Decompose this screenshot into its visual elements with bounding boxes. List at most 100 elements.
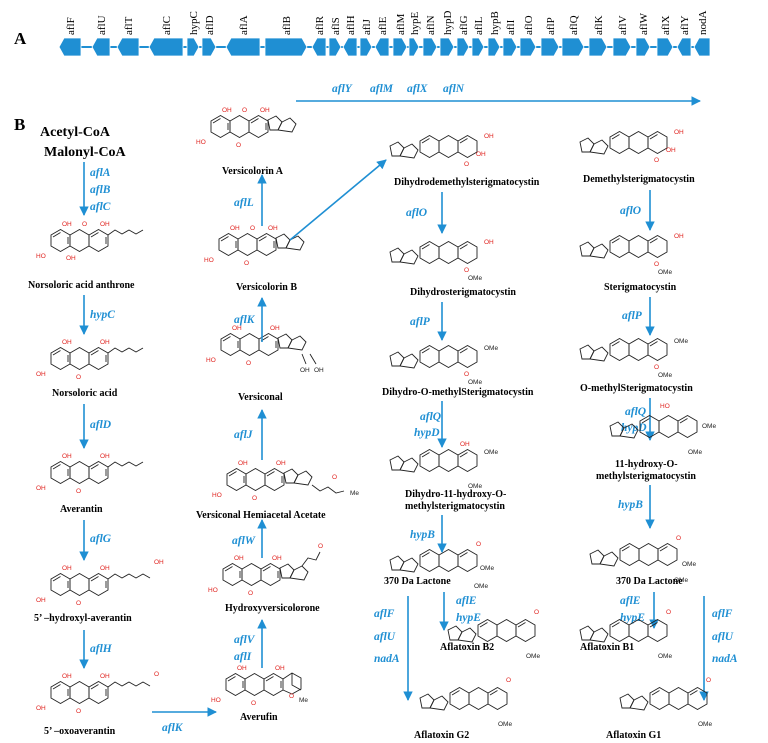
svg-text:OMe: OMe (468, 379, 482, 386)
gene-arrow-hypb (487, 37, 501, 57)
svg-text:O: O (154, 671, 159, 678)
compound-averantin: Averantin (60, 504, 103, 515)
enzyme-top: aflX (407, 83, 428, 95)
compound-versicolorin-b: Versicolorin B (236, 282, 297, 293)
gene-arrow-aflu (91, 37, 111, 57)
svg-text:OH: OH (230, 225, 240, 232)
enzyme-hypb-left: hypB (410, 529, 435, 541)
compound-aflatoxin-g2: Aflatoxin G2 (414, 730, 469, 741)
compound-5-oxoaverantin: 5’ –oxoaverantin (44, 726, 116, 737)
gene-arrow-aflx (656, 37, 674, 57)
svg-text:OH: OH (100, 453, 110, 460)
gene-arrow-aflh (342, 37, 358, 57)
svg-text:OH: OH (674, 233, 684, 240)
enzyme-aflk-1: aflK (162, 722, 184, 734)
svg-text:OH: OH (36, 485, 46, 492)
svg-text:O: O (76, 374, 81, 381)
svg-text:OH: OH (300, 367, 310, 374)
enzyme-aflh: aflH (90, 643, 113, 655)
compound-versicolorin-a: Versicolorin A (222, 166, 284, 177)
compound-370-da-lactone-left: 370 Da Lactone (384, 576, 451, 587)
svg-text:OH: OH (476, 151, 486, 158)
gene-label-noda: nodA (697, 11, 709, 36)
svg-text:HO: HO (206, 357, 216, 364)
gene-arrow-afly (676, 37, 692, 57)
svg-text:OH: OH (460, 441, 470, 448)
svg-text:OH: OH (275, 665, 285, 672)
enzyme-hype-right: hypE (620, 612, 645, 624)
svg-text:OH: OH (484, 133, 494, 140)
compound-aflatoxin-b2: Aflatoxin B2 (440, 642, 494, 653)
gene-arrow-aflj (359, 37, 373, 57)
svg-text:OH: OH (238, 460, 248, 467)
gene-arrow-afli (502, 37, 518, 57)
gene-label-aflc: aflC (161, 16, 173, 35)
svg-text:OMe: OMe (688, 449, 702, 456)
svg-text:O: O (251, 700, 256, 707)
svg-text:OMe: OMe (698, 721, 712, 728)
svg-text:OH: OH (62, 453, 72, 460)
gene-label-afln: aflN (425, 15, 437, 35)
structure-dihydrodemethylsterigmatocystin: OH O OH (389, 133, 494, 168)
compound-5-hydroxyl-averantin: 5’ –hydroxyl-averantin (34, 613, 132, 624)
enzyme-nada-left: nadA (374, 653, 400, 665)
gene-arrow-aflo (519, 37, 537, 57)
svg-text:HO: HO (208, 587, 218, 594)
enzyme-hypd-right: hypD (621, 422, 647, 434)
svg-text:OH: OH (62, 339, 72, 346)
gene-label-aflx: aflX (660, 15, 672, 35)
gene-label-aflv: aflV (617, 15, 629, 35)
enzyme-afla: aflA (90, 167, 111, 179)
start-acetyl-coa: Acetyl-CoA (40, 125, 111, 140)
compound-dihydro-o-methylsterigmatocystin: Dihydro-O-methylSterigmatocystin (382, 387, 534, 398)
svg-text:Me: Me (350, 490, 359, 497)
enzyme-aflo-right: aflO (620, 205, 641, 217)
svg-text:OH: OH (62, 673, 72, 680)
compound-o-methylsterigmatocystin: O-methylSterigmatocystin (580, 383, 693, 394)
svg-text:OH: OH (484, 239, 494, 246)
gene-label-aflb: aflB (281, 16, 293, 35)
svg-text:OH: OH (36, 597, 46, 604)
structure-sterigmatocystin: OHO OMe (579, 233, 684, 276)
compound-sterigmatocystin: Sterigmatocystin (604, 282, 677, 293)
svg-text:OH: OH (314, 367, 324, 374)
svg-text:O: O (464, 267, 469, 274)
svg-text:OH: OH (268, 225, 278, 232)
enzyme-top: aflM (370, 83, 394, 95)
enzyme-aflc: aflC (90, 201, 111, 213)
compound-demethylsterigmatocystin: Demethylsterigmatocystin (583, 174, 695, 185)
enzyme-aflf-left: aflF (374, 608, 395, 620)
enzyme-top: aflY (332, 83, 353, 95)
enzyme-aflq-left: aflQ (420, 411, 441, 423)
gene-arrow-afll (471, 37, 485, 57)
enzyme-aflg: aflG (90, 533, 112, 545)
gene-label-aflf: aflF (65, 17, 77, 35)
structure-dihydrosterigmatocystin: OHO OMe (389, 239, 494, 282)
svg-text:O: O (252, 495, 257, 502)
svg-text:O: O (534, 609, 539, 616)
svg-text:OH: OH (666, 147, 676, 154)
enzyme-aflb: aflB (90, 184, 111, 196)
gene-label-aflt: aflT (123, 16, 135, 35)
svg-text:OH: OH (260, 107, 270, 114)
svg-text:O: O (654, 261, 659, 268)
gene-arrow-hypd (439, 37, 455, 57)
enzyme-aflp-right: aflP (622, 310, 643, 322)
svg-text:O: O (476, 541, 481, 548)
svg-text:OH: OH (100, 565, 110, 572)
svg-text:OMe: OMe (480, 565, 494, 572)
enzyme-aflp-left: aflP (410, 316, 431, 328)
enzyme-top: aflN (443, 83, 465, 95)
enzyme-hype-left: hypE (456, 612, 481, 624)
compound-dihydrodemethylsterigmatocystin: Dihydrodemethylsterigmatocystin (394, 177, 540, 188)
svg-text:O: O (464, 161, 469, 168)
